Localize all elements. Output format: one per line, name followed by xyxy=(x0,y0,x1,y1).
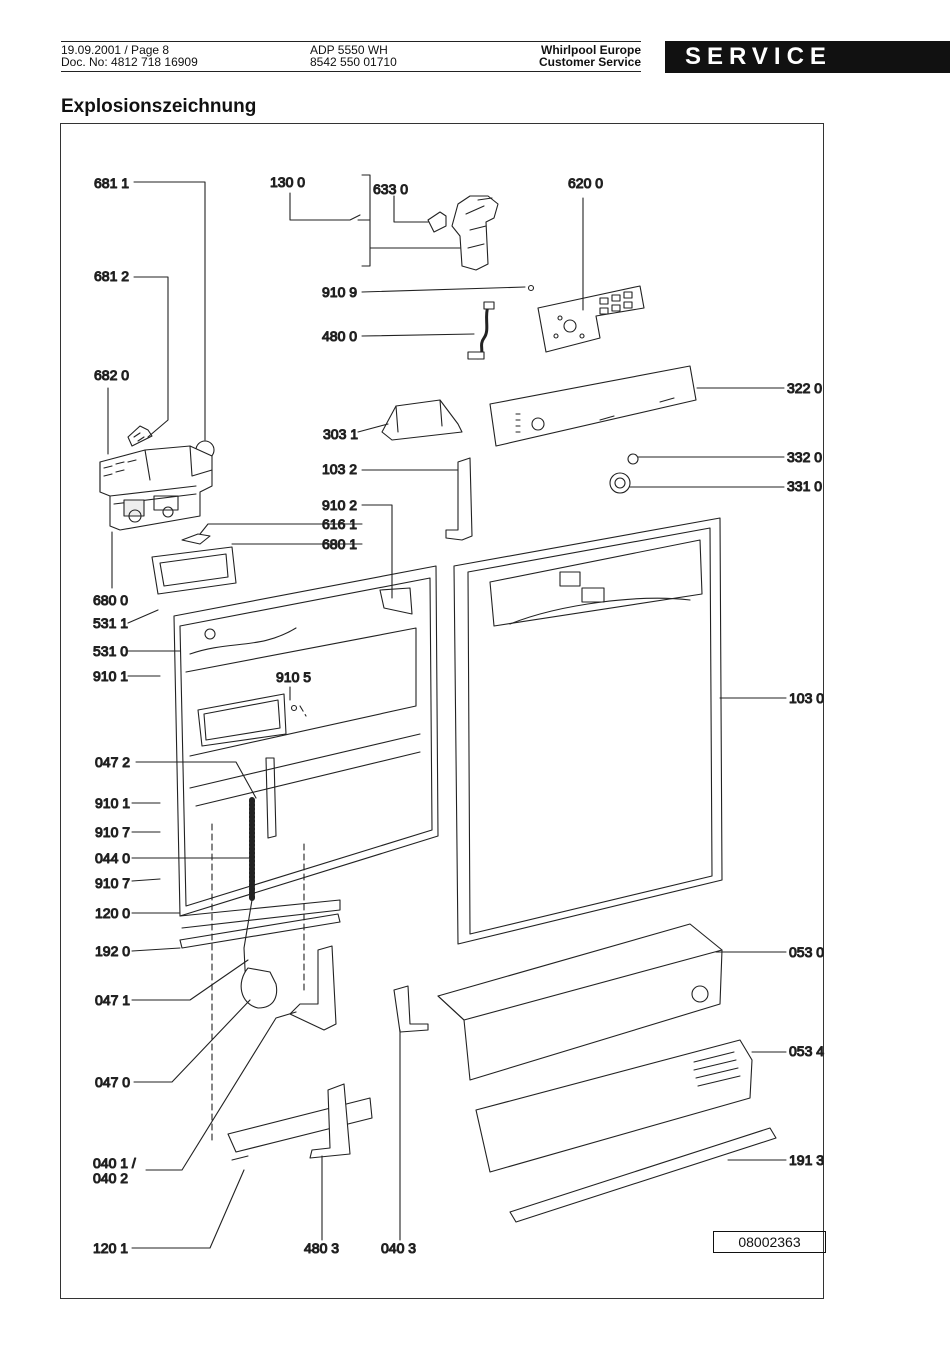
part-door-lock-1300 xyxy=(451,195,499,271)
callout-681-1: 681 1 xyxy=(94,175,129,191)
callout-120-1: 120 1 xyxy=(93,1240,128,1256)
callout-047-2: 047 2 xyxy=(95,754,130,770)
callout-616-1: 616 1 xyxy=(322,516,357,532)
callout-120-0: 120 0 xyxy=(95,905,130,921)
callout-332-0: 332 0 xyxy=(787,449,822,465)
date-page: 19.09.2001 / Page 8 xyxy=(61,43,170,57)
callout-910-7: 910 7 xyxy=(95,824,130,840)
callout-130-0: 130 0 xyxy=(270,174,305,190)
callout-044-0: 044 0 xyxy=(95,850,130,866)
part-hinge-bracket xyxy=(289,945,337,1031)
part-dispenser-6800 xyxy=(99,445,213,531)
assembly-guide-lines xyxy=(211,705,307,1141)
callout-910-2: 910 2 xyxy=(322,497,357,513)
callout-620-0: 620 0 xyxy=(568,175,603,191)
part-bracket-1032 xyxy=(445,457,473,541)
callout-191-3: 191 3 xyxy=(789,1152,824,1168)
callout-680-1: 680 1 xyxy=(322,536,357,552)
callout-303-1: 303 1 xyxy=(323,426,358,442)
part-screw-9105 xyxy=(290,704,298,712)
part-screw-9109 xyxy=(527,284,535,292)
diagram-frame xyxy=(60,123,824,1299)
callout-910-1-lower: 910 1 xyxy=(95,795,130,811)
callout-682-0: 682 0 xyxy=(94,367,129,383)
callout-910-1: 910 1 xyxy=(93,668,128,684)
callout-331-0: 331 0 xyxy=(787,478,822,494)
callout-047-0: 047 0 xyxy=(95,1074,130,1090)
part-control-pcb-6200 xyxy=(537,285,645,353)
callout-910-7-lower: 910 7 xyxy=(95,875,130,891)
part-outer-door-1030 xyxy=(453,517,723,945)
part-kickplate-0530 xyxy=(437,923,723,1081)
callout-040-3: 040 3 xyxy=(381,1240,416,1256)
part-knob-3310 xyxy=(609,472,631,494)
department-name: Customer Service xyxy=(538,55,641,69)
page-title: Explosionszeichnung xyxy=(61,96,257,117)
callout-681-2: 681 2 xyxy=(94,268,129,284)
service-badge: SERVICE xyxy=(665,41,950,73)
drawing-number: 08002363 xyxy=(713,1231,826,1253)
doc-number: Doc. No: 4812 718 16909 xyxy=(61,55,198,69)
part-wire-harness-4800 xyxy=(467,301,495,360)
part-hinge-clip-6330 xyxy=(427,211,447,233)
part-control-panel-3220 xyxy=(489,365,697,447)
part-seal-6161 xyxy=(181,533,211,545)
callout-633-0: 633 0 xyxy=(373,181,408,197)
part-gasket-6801 xyxy=(151,546,237,595)
callout-053-4: 053 4 xyxy=(789,1043,824,1059)
part-bracket-4803 xyxy=(309,1083,351,1159)
header-bottom-rule xyxy=(61,71,641,72)
callout-192-0: 192 0 xyxy=(95,943,130,959)
part-strip-1913 xyxy=(509,1127,777,1223)
callout-910-5: 910 5 xyxy=(276,669,311,685)
callout-680-0: 680 0 xyxy=(93,592,128,608)
callout-040-2: 040 2 xyxy=(93,1170,128,1186)
callout-531-1: 531 1 xyxy=(93,615,128,631)
callout-040-1: 040 1 / xyxy=(93,1155,136,1171)
callout-910-9: 910 9 xyxy=(322,284,357,300)
part-lower-panel-0534 xyxy=(475,1039,753,1173)
part-knob-cap-3320 xyxy=(627,453,639,465)
callout-322-0: 322 0 xyxy=(787,380,822,396)
callout-103-0: 103 0 xyxy=(789,690,824,706)
callout-103-2: 103 2 xyxy=(322,461,357,477)
part-bracket-0403 xyxy=(393,985,429,1033)
part-hinge-0471 xyxy=(240,967,278,1009)
part-door-handle-3031 xyxy=(381,399,463,441)
callout-531-0: 531 0 xyxy=(93,643,128,659)
header-top-rule xyxy=(61,41,641,42)
part-inner-door-panel xyxy=(173,565,439,929)
part-rail-1201 xyxy=(227,1097,373,1161)
leader-lines xyxy=(107,174,787,1249)
model-name: ADP 5550 WH xyxy=(310,43,388,57)
part-rail-1920 xyxy=(179,913,341,949)
model-code: 8542 550 01710 xyxy=(310,55,397,69)
callout-480-0: 480 0 xyxy=(322,328,357,344)
company-name: Whirlpool Europe xyxy=(541,43,641,57)
callout-047-1: 047 1 xyxy=(95,992,130,1008)
callout-480-3: 480 3 xyxy=(304,1240,339,1256)
callout-053-0: 053 0 xyxy=(789,944,824,960)
part-lever-6812 xyxy=(127,425,153,447)
